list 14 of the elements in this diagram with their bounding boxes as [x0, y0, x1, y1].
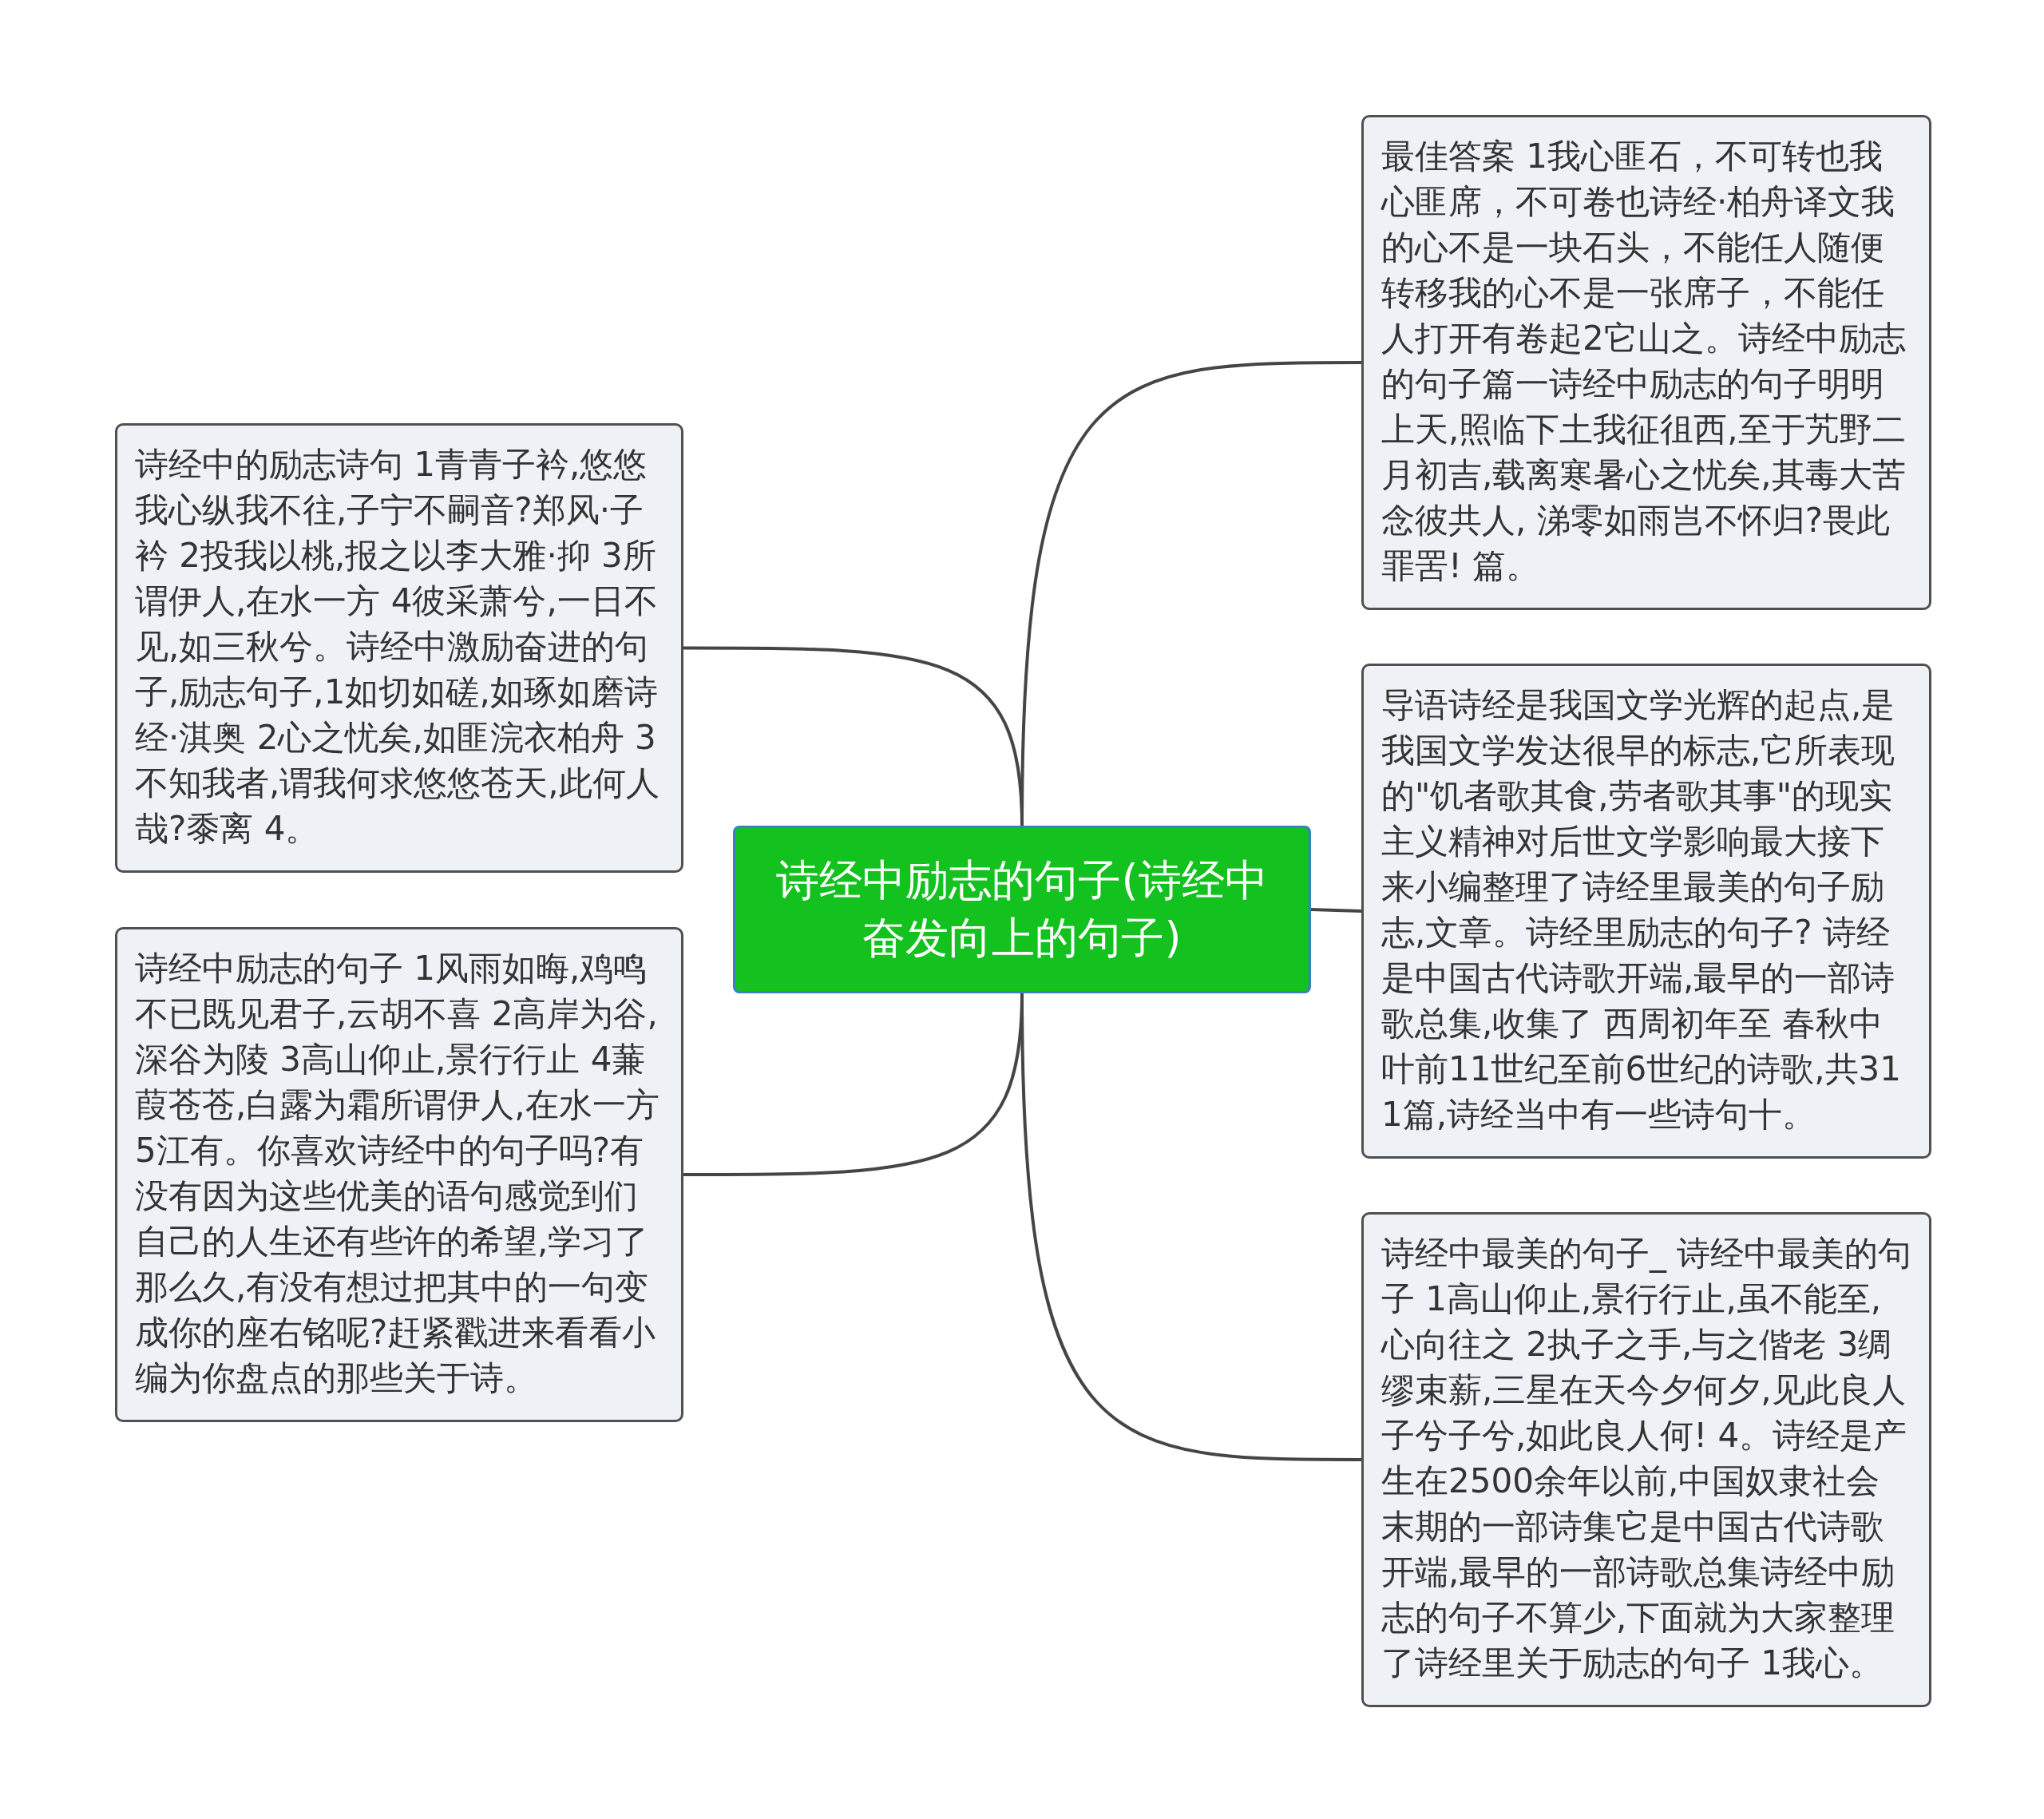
central-topic — [733, 826, 1311, 993]
topic-card — [1361, 664, 1931, 1159]
topic-card — [115, 423, 683, 873]
card-text: 诗经中最美的句子_ 诗经中最美的句子 1高山仰止,景行行止,虽不能至,心向往之 2执子之手,与之偕老 3绸缪束薪,三星在天今夕何夕,见此良人子兮子兮,如此良人何! 4。诗经是产生在2500余年以前,中国奴隶社会末期的一部诗集它是中国古代诗歌开端,最早的一部诗歌总集诗经中励志的句子不算少,下面就为大家整理了诗经里关于励志的句子 1我心。 — [1381, 1234, 1912, 1682]
connector-line — [1310, 908, 1362, 913]
card-text: 最佳答案 1我心匪石，不可转也我心匪席，不可卷也诗经·柏舟译文我的心不是一块石头，不能任人随便转移我的心不是一张席子，不能任人打开有卷起2它山之。诗经中励志的句子篇一诗经中励志的句子明明上天,照临下土我征徂西,至于艽野二月初吉,载离寒暑心之忧矣,其毒大苦念彼共人, 涕零如雨岂不怀归?畏此罪罟! 篇。 — [1381, 137, 1906, 585]
topic-card — [115, 927, 683, 1422]
card-text: 诗经中励志的句子 1风雨如晦,鸡鸣不已既见君子,云胡不喜 2高岸为谷,深谷为陵 3高山仰止,景行行止 4蒹葭苍苍,白露为霜所谓伊人,在水一方 5江有。你喜欢诗经中的句子吗?有没有因为这些优美的语句感觉到们自己的人生还有些许的希望,学习了那么久,有没有想过把其中的一句变成你的座右铭呢?赶紧戳进来看看小编为你盘点的那些关于诗。 — [135, 949, 660, 1397]
card-text: 诗经中的励志诗句 1青青子衿,悠悠我心纵我不往,子宁不嗣音?郑风·子衿 2投我以桃,报之以李大雅·抑 3所谓伊人,在水一方 4彼采萧兮,一日不见,如三秋兮。诗经中激励奋进的句子,励志句子,1如切如磋,如琢如磨诗经·淇奥 2心之忧矣,如匪浣衣柏舟 3不知我者,谓我何求悠悠苍天,此何人哉?黍离 4。 — [135, 445, 660, 848]
card-text: 导语诗经是我国文学光辉的起点,是我国文学发达很早的标志,它所表现的"饥者歌其食,劳者歌其事"的现实主义精神对后世文学影响最大接下来小编整理了诗经里最美的句子励志,文章。诗经里励志的句子? 诗经是中国古代诗歌开端,最早的一部诗歌总集,收集了 西周初年至 春秋中叶前11世纪至前6世纪的诗歌,共311篇,诗经当中有一些诗句十。 — [1381, 685, 1901, 1134]
topic-card — [1361, 1212, 1931, 1707]
connector-line — [1020, 361, 1361, 826]
topic-title: 诗经中励志的句子(诗经中奋发向上的句子) — [775, 854, 1269, 965]
topic-card — [1361, 115, 1931, 610]
